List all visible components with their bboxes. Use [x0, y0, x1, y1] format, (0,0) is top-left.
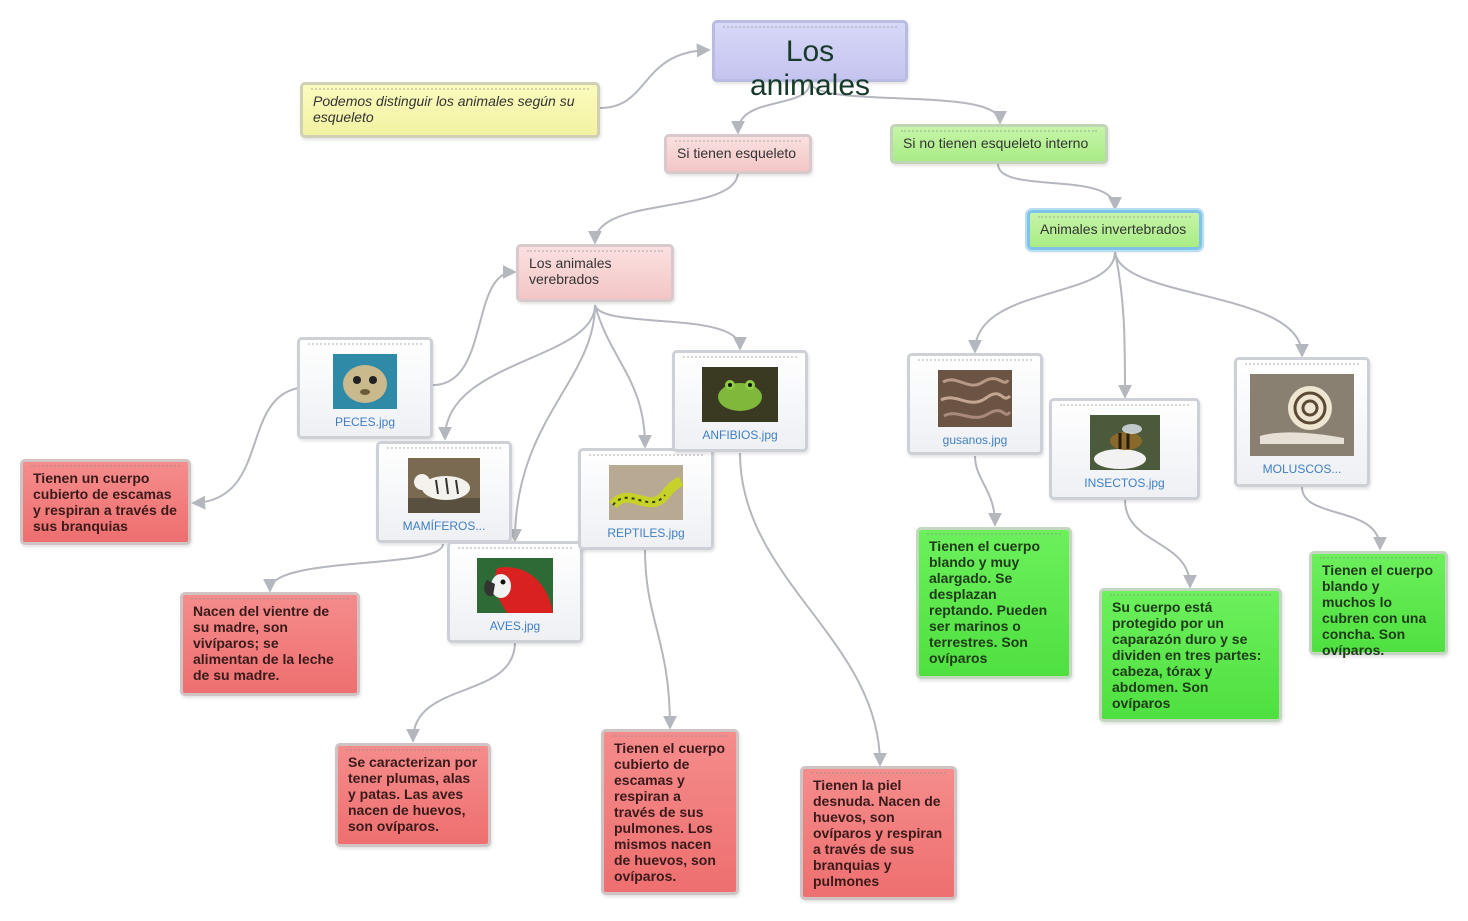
note-text: Podemos distinguir los animales según su… [313, 93, 575, 125]
snail-photo-icon [1250, 374, 1354, 456]
image-caption-reptiles: REPTILES.jpg [607, 526, 685, 540]
image-caption-peces: PECES.jpg [334, 415, 396, 429]
image-caption-moluscos: MOLUSCOS... [1262, 462, 1342, 476]
connector-mamiferos-desc [263, 543, 444, 593]
topic-title-node[interactable]: Los animales [712, 20, 908, 102]
connector-invertebrados-moluscos [1114, 251, 1309, 358]
connector-anfibios-desc [739, 452, 887, 767]
description-reptiles[interactable]: Tienen el cuerpo cubierto de escamas y r… [601, 729, 739, 895]
connector-gusanos-desc [974, 455, 1002, 527]
description-mamiferos[interactable]: Nacen del vientre de su madre, son vivíp… [180, 592, 360, 696]
image-caption-mamiferos: MAMÍFEROS... [402, 519, 486, 533]
invertebrate-question-node[interactable]: Si no tienen esqueleto interno [890, 124, 1108, 164]
description-moluscos[interactable]: Tienen el cuerpo blando y muchos lo cubr… [1309, 551, 1448, 658]
image-caption-insectos: INSECTOS.jpg [1084, 476, 1165, 490]
frog-photo-icon [702, 367, 778, 422]
description-peces[interactable]: Tienen un cuerpo cubierto de escamas y r… [20, 459, 191, 545]
description-anfibios-text: Tienen la piel desnuda. Nacen de huevos,… [813, 777, 943, 889]
image-node-gusanos[interactable]: gusanos.jpg [907, 353, 1043, 455]
connector-vertebrados-reptiles [594, 304, 652, 449]
connector-peces-vertebrados [432, 265, 517, 386]
connector-peces-desc [191, 387, 299, 510]
image-node-insectos[interactable]: INSECTOS.jpg [1049, 398, 1200, 500]
image-caption-anfibios: ANFIBIOS.jpg [702, 428, 778, 442]
connector-invertebrate-invertebrados [997, 163, 1122, 211]
image-node-mamiferos[interactable]: MAMÍFEROS... [376, 441, 512, 543]
image-node-anfibios[interactable]: ANFIBIOS.jpg [672, 350, 808, 452]
image-caption-aves: AVES.jpg [489, 619, 541, 633]
bee-photo-icon [1089, 415, 1160, 470]
invertebrates-label: Animales invertebrados [1040, 221, 1187, 237]
white-tiger-photo-icon [408, 458, 480, 513]
description-mamiferos-text: Nacen del vientre de su madre, son vivíp… [193, 603, 334, 683]
connector-reptiles-desc [644, 549, 677, 730]
vertebrates-label: Los animales verebrados [529, 255, 612, 287]
connector-invertebrados-gusanos [968, 251, 1116, 354]
invertebrates-node[interactable]: Animales invertebrados [1027, 210, 1202, 250]
description-gusanos-text: Tienen el cuerpo blando y muy alargado. … [929, 538, 1048, 666]
connector-aves-desc [406, 641, 516, 743]
connector-note-title [599, 43, 711, 109]
description-gusanos[interactable]: Tienen el cuerpo blando y muy alargado. … [916, 527, 1072, 679]
invertebrate-question-label: Si no tienen esqueleto interno [903, 135, 1089, 151]
note-node[interactable]: Podemos distinguir los animales según su… [300, 82, 600, 138]
description-anfibios[interactable]: Tienen la piel desnuda. Nacen de huevos,… [800, 766, 957, 900]
vertebrate-question-node[interactable]: Si tienen esqueleto [664, 134, 812, 174]
worms-photo-icon [938, 370, 1012, 427]
snake-photo-icon [609, 465, 683, 520]
connector-vertebrate-vertebrados [588, 171, 739, 245]
image-node-reptiles[interactable]: REPTILES.jpg [578, 448, 714, 550]
image-node-moluscos[interactable]: MOLUSCOS... [1234, 357, 1370, 487]
description-peces-text: Tienen un cuerpo cubierto de escamas y r… [33, 470, 177, 534]
image-node-aves[interactable]: AVES.jpg [447, 541, 583, 643]
connector-vertebrados-mamiferos [438, 304, 596, 441]
connector-vertebrados-anfibios [594, 304, 747, 351]
description-insectos[interactable]: Su cuerpo está protegido por un caparazó… [1099, 588, 1282, 722]
topic-title: Los animales [749, 35, 871, 102]
pufferfish-photo-icon [333, 354, 397, 409]
connector-invertebrados-insectos [1114, 251, 1132, 399]
description-aves-text: Se caracterizan por tener plumas, alas y… [348, 754, 478, 834]
connector-insectos-desc [1124, 499, 1197, 589]
image-node-peces[interactable]: PECES.jpg [297, 337, 433, 439]
description-insectos-text: Su cuerpo está protegido por un caparazó… [1112, 599, 1262, 711]
description-aves[interactable]: Se caracterizan por tener plumas, alas y… [335, 743, 491, 847]
connector-moluscos-desc [1301, 486, 1387, 551]
image-caption-gusanos: gusanos.jpg [942, 433, 1008, 447]
description-reptiles-text: Tienen el cuerpo cubierto de escamas y r… [614, 740, 725, 884]
description-moluscos-text: Tienen el cuerpo blando y muchos lo cubr… [1322, 562, 1433, 658]
vertebrate-question-label: Si tienen esqueleto [677, 145, 797, 161]
vertebrates-node[interactable]: Los animales verebrados [516, 244, 674, 302]
macaw-photo-icon [477, 558, 553, 613]
